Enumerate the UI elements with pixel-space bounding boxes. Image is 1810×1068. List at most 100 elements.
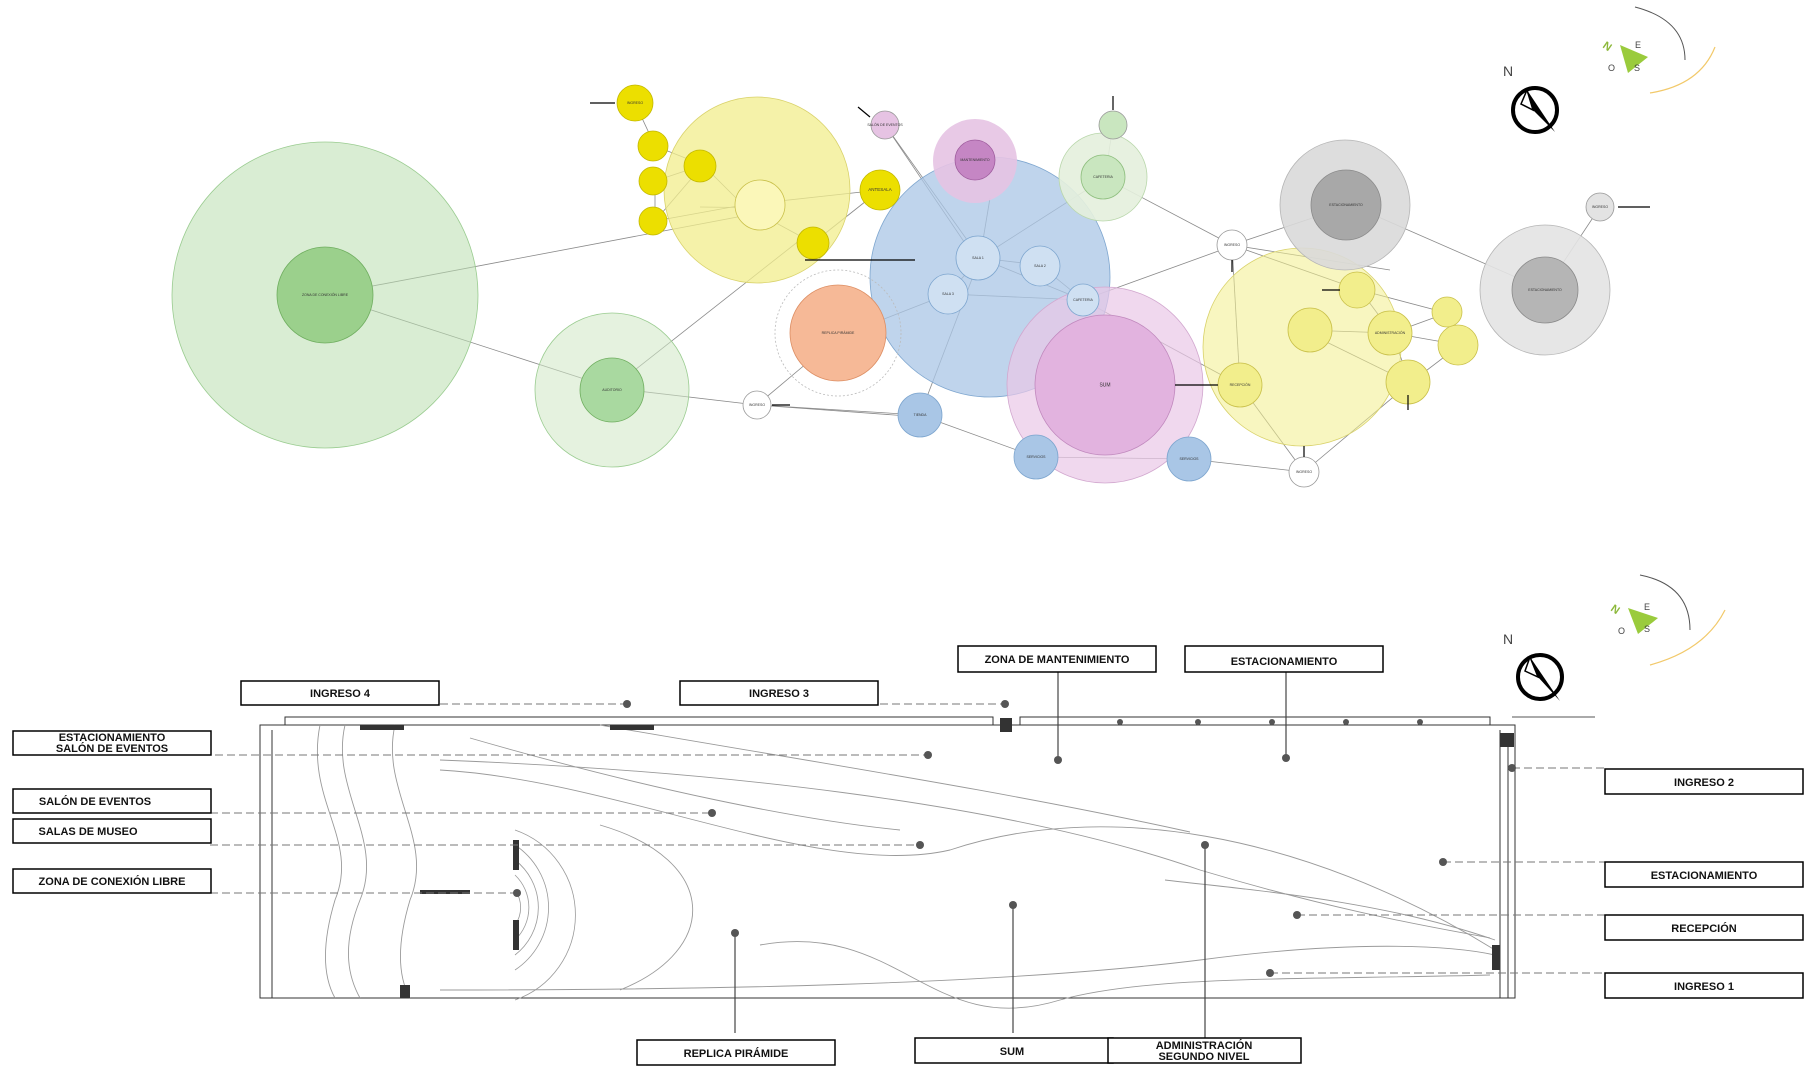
mantenimiento-node: [954, 139, 996, 181]
compass-ring-icon: [1511, 86, 1559, 134]
estacionamiento-label-1: ESTACIONAMIENTO: [1329, 203, 1363, 207]
marker-ingreso2: [1508, 764, 1516, 772]
servicios-node-2: [1166, 436, 1212, 482]
ingreso-node-yellow: [616, 84, 654, 122]
zona-conexion-node: [276, 246, 374, 344]
compass-n-label: N: [1503, 63, 1513, 79]
admin-node-4: [1431, 296, 1463, 328]
antesala-label: ANTESALA: [868, 187, 892, 192]
tienda-label: TIENDA: [914, 413, 928, 417]
ingreso-node-4: [1585, 192, 1615, 222]
ingreso-label-4: INGRESO: [1592, 205, 1608, 209]
orient-o-bottom: O: [1618, 626, 1625, 636]
admin-node-5: [1437, 324, 1479, 366]
marker-mantenimiento: [1054, 756, 1062, 764]
label-salon-eventos: SALÓN DE EVENTOS: [12, 788, 212, 814]
antesala-node: [859, 169, 901, 211]
label-ingreso4: INGRESO 4: [240, 680, 440, 706]
core-nodes: ZONA DE CONEXIÓN LIBRE AUDITORIO REPLICA…: [276, 139, 1579, 456]
svg-text:INGRESO 3: INGRESO 3: [749, 688, 809, 700]
orientation-mark-bottom: N E S O: [1608, 574, 1726, 666]
estacionamiento-label-2: ESTACIONAMIENTO: [1528, 288, 1562, 292]
sala-2-label: SALA 2: [1034, 264, 1046, 268]
marker-ingreso3: [1001, 700, 1009, 708]
administracion-label: ADMINISTRACIÓN: [1375, 330, 1406, 335]
orient-s-bottom: S: [1644, 624, 1650, 634]
admin-cluster: [1217, 271, 1479, 408]
entry-arrows: [590, 96, 1650, 457]
cafe-label: CAFETERIA: [1093, 175, 1113, 179]
svg-text:ZONA DE MANTENIMIENTO: ZONA DE MANTENIMIENTO: [985, 654, 1130, 666]
marker-recepcion: [1293, 911, 1301, 919]
replica-halo: [774, 269, 902, 397]
antesala-center-node: [734, 179, 786, 231]
svg-text:INGRESO 2: INGRESO 2: [1674, 777, 1734, 789]
label-replica: REPLICA PIRÁMIDE: [636, 1039, 836, 1066]
estacionamiento-node-2: [1511, 256, 1579, 324]
tienda-node: [897, 392, 943, 438]
sala-2-node: [1019, 245, 1061, 287]
rotation-arrow-icon-bottom: [1639, 574, 1691, 631]
marker-est-right: [1439, 858, 1447, 866]
compass-needle-icon: [1527, 90, 1555, 132]
auditorio-label: AUDITORIO: [602, 388, 622, 392]
label-ingreso3: INGRESO 3: [679, 680, 879, 706]
yellow-node-2: [637, 130, 669, 162]
marker-ingreso1: [1266, 969, 1274, 977]
marker-estacionamiento: [1282, 754, 1290, 762]
ingreso-label-1: INGRESO: [749, 403, 765, 407]
label-zona-conexion: ZONA DE CONEXIÓN LIBRE: [12, 868, 212, 894]
orient-n-bottom: N: [1608, 603, 1621, 617]
cafeteria-label: CAFETERIA: [1073, 298, 1093, 302]
compass-n-label-bottom: N: [1503, 631, 1513, 647]
orient-n: N: [1600, 40, 1613, 54]
sala-1-label: SALA 1: [972, 256, 984, 260]
svg-text:ESTACIONAMIENTO: ESTACIONAMIENTO: [1231, 656, 1338, 668]
compass-needle-icon-bottom: [1530, 657, 1560, 701]
label-estacionamiento-right: ESTACIONAMIENTO: [1604, 861, 1804, 888]
replica-label: REPLICA PIRÁMIDE: [822, 331, 855, 335]
mantenimiento-label: MANTENIMIENTO: [960, 158, 990, 162]
sala-3-label: SALA 3: [942, 292, 954, 296]
compass-ring-icon-bottom: [1516, 653, 1564, 701]
small-nodes: [742, 110, 1615, 488]
ingreso-label-3: INGRESO: [1296, 470, 1312, 474]
yellow-node-5: [638, 206, 668, 236]
blue-node-labels: SALA 1 SALA 2 SALA 3 CAFETERIA TIENDA SE…: [914, 256, 1200, 461]
cafe-node: [1080, 154, 1126, 200]
ingreso-label-2: INGRESO: [1224, 243, 1240, 247]
replica-node: [789, 284, 887, 382]
auditorio-node: [579, 357, 645, 423]
green-small-node: [1098, 110, 1128, 140]
orient-s: S: [1634, 63, 1640, 73]
marker-ingreso4: [623, 700, 631, 708]
bubble-diagram: ZONA DE CONEXIÓN LIBRE AUDITORIO REPLICA…: [171, 84, 1650, 488]
marker-sum: [1009, 901, 1017, 909]
sala-1-node: [955, 235, 1001, 281]
yellow-node-6: [796, 226, 830, 260]
eventos-label: SALÓN DE EVENTOS: [867, 122, 903, 127]
cafeteria-node: [1066, 283, 1100, 317]
orientation-triangle-icon: [1620, 45, 1648, 73]
sala-3-node: [927, 273, 969, 315]
servicios-label-2: SERVICIOS: [1180, 457, 1200, 461]
svg-text:RECEPCIÓN: RECEPCIÓN: [1671, 922, 1736, 935]
sum-label: SUM: [1099, 382, 1110, 388]
label-ingreso1: INGRESO 1: [1604, 972, 1804, 999]
marker-admin: [1201, 841, 1209, 849]
svg-text:REPLICA PIRÁMIDE: REPLICA PIRÁMIDE: [684, 1047, 789, 1060]
svg-text:SUM: SUM: [1000, 1046, 1024, 1058]
orientation-triangle-icon-bottom: [1628, 608, 1658, 634]
admin-node-3: [1367, 310, 1413, 356]
top-wall: [284, 716, 994, 726]
label-administracion: ADMINISTRACIÓN SEGUNDO NIVEL: [1107, 1037, 1302, 1064]
orient-o: O: [1608, 63, 1615, 73]
svg-text:SEGUNDO NIVEL: SEGUNDO NIVEL: [1158, 1051, 1249, 1063]
svg-text:SALÓN DE EVENTOS: SALÓN DE EVENTOS: [56, 742, 168, 755]
label-estacionamiento-salon: ESTACIONAMIENTO SALÓN DE EVENTOS: [12, 730, 212, 756]
rotation-arrow-icon: [1634, 6, 1686, 61]
recepcion-label: RECEPCIÓN: [1230, 382, 1251, 387]
svg-text:SALÓN DE EVENTOS: SALÓN DE EVENTOS: [39, 795, 151, 808]
yellow-node-3: [683, 149, 717, 183]
marker-replica: [731, 929, 739, 937]
